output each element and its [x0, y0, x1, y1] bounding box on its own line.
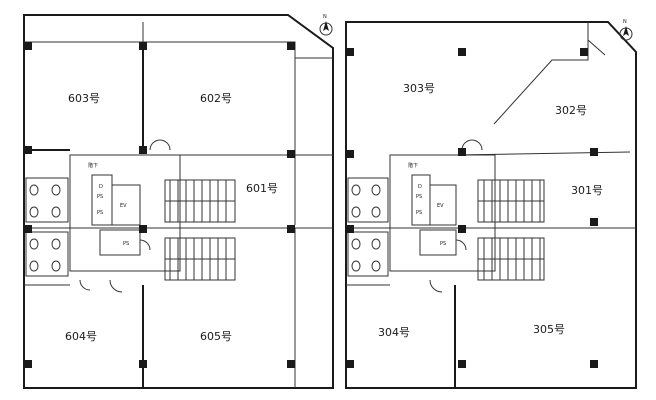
room-302: 302号	[555, 104, 587, 117]
room-605: 605号	[200, 330, 232, 343]
svg-text:N: N	[323, 14, 327, 20]
compass-icon: N	[319, 14, 333, 36]
ev-label: EV	[120, 203, 127, 209]
ps-label-2: PS	[416, 194, 422, 200]
core-6f	[69, 154, 181, 272]
compass-icon: N	[619, 19, 633, 41]
ps-label: PS	[416, 210, 422, 216]
stair-label: 階下	[88, 162, 98, 169]
d-label: D	[99, 184, 103, 190]
ps-label-2: PS	[97, 194, 103, 200]
room-304: 304号	[378, 326, 410, 339]
stair-label: 階下	[408, 162, 418, 169]
ev-label: EV	[437, 203, 444, 209]
ps-shaft	[411, 174, 431, 226]
room-604: 604号	[65, 330, 97, 343]
columns-6f	[24, 42, 295, 368]
columns-3f	[346, 48, 598, 368]
room-303: 303号	[403, 82, 435, 95]
ps-label: PS	[97, 210, 103, 216]
room-602: 602号	[200, 92, 232, 105]
ps-room	[419, 229, 457, 256]
core-3f	[389, 154, 496, 272]
restroom-lower	[25, 231, 69, 277]
room-305: 305号	[533, 323, 565, 336]
ps-small-label: PS	[440, 241, 446, 247]
restroom-upper	[347, 177, 389, 223]
restroom-lower	[347, 231, 389, 277]
room-301: 301号	[571, 184, 603, 197]
ps-shaft	[91, 174, 113, 226]
restroom-upper	[25, 177, 69, 223]
elevator	[429, 184, 457, 226]
room-603: 603号	[68, 92, 100, 105]
d-label: D	[418, 184, 422, 190]
floor-plan-3f: 303号 302号 301号 304号 305号 階下 EV PS D PS P…	[345, 19, 637, 389]
floor-plan-6f: 603号 602号 601号 604号 605号 階下 EV PS D PS P…	[23, 14, 334, 389]
svg-text:N: N	[623, 19, 627, 25]
elevator	[111, 184, 141, 226]
outer-wall	[23, 14, 334, 389]
ps-small-label: PS	[123, 241, 129, 247]
outer-wall	[345, 21, 637, 389]
ps-room	[99, 229, 141, 256]
room-601: 601号	[246, 182, 278, 195]
